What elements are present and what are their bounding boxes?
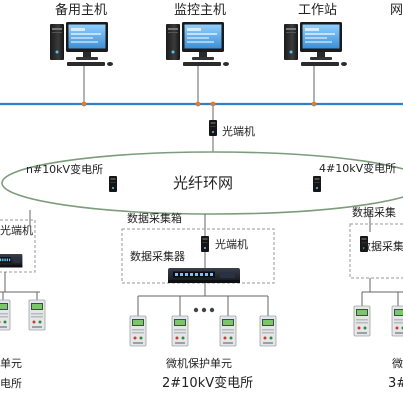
right-box-title-partial: 数据采集	[352, 206, 396, 219]
center-relay-2-icon	[171, 315, 189, 347]
fiber-switch-top-label: 光端机	[222, 125, 255, 138]
backup-host-computer-icon	[50, 22, 113, 66]
center-relay-3-icon	[219, 315, 237, 347]
left-relay-2-icon	[28, 299, 46, 331]
left-collector-box	[0, 219, 36, 273]
fiber-switch-center-icon	[201, 236, 209, 252]
right-collector-label-partial: 数据采集	[360, 240, 403, 253]
workstation-label: 工作站	[298, 3, 338, 18]
more-units-ellipsis-icon	[193, 307, 215, 313]
right-ring-station-label: 4#10kV变电所	[319, 162, 397, 175]
network-host-label-partial: 网	[390, 3, 403, 18]
fiber-switch-left-station-icon	[109, 176, 117, 192]
center-collector-label: 数据采集器	[130, 250, 185, 263]
center-fiber-switch-label: 光端机	[215, 238, 248, 251]
monitor-host-computer-icon	[166, 22, 229, 66]
right-collector-box	[349, 223, 403, 279]
left-collector-rack-icon	[0, 254, 23, 268]
center-unit-label: 微机保护单元	[166, 357, 232, 370]
fiber-switch-right-station-icon	[313, 176, 321, 192]
right-relay-2-icon	[391, 305, 403, 337]
fiber-ring-title: 光纤环网	[173, 174, 234, 192]
monitor-host-label: 监控主机	[174, 3, 227, 18]
center-relay-1-icon	[129, 315, 147, 347]
left-relay-1-icon	[0, 299, 11, 331]
left-unit-label-partial: 单元	[0, 357, 22, 370]
center-collector-rack-icon	[168, 268, 240, 283]
backup-host-label: 备用主机	[55, 3, 108, 18]
left-station-label-partial: 电所	[0, 377, 22, 390]
left-fiber-switch-label: 光端机	[0, 224, 33, 237]
workstation-computer-icon	[284, 22, 347, 66]
right-station-label-partial: 3#	[388, 376, 403, 391]
fiber-ring	[1, 151, 403, 215]
center-box-title: 数据采集箱	[127, 212, 182, 225]
right-relay-1-icon	[353, 305, 371, 337]
left-ring-station-label: n#10kV变电所	[26, 163, 104, 176]
center-station-label: 2#10kV变电所	[162, 376, 254, 391]
fiber-switch-top-icon	[209, 120, 217, 136]
right-unit-label-partial: 微	[392, 357, 403, 370]
center-relay-4-icon	[259, 315, 277, 347]
center-collector-box	[121, 228, 275, 284]
